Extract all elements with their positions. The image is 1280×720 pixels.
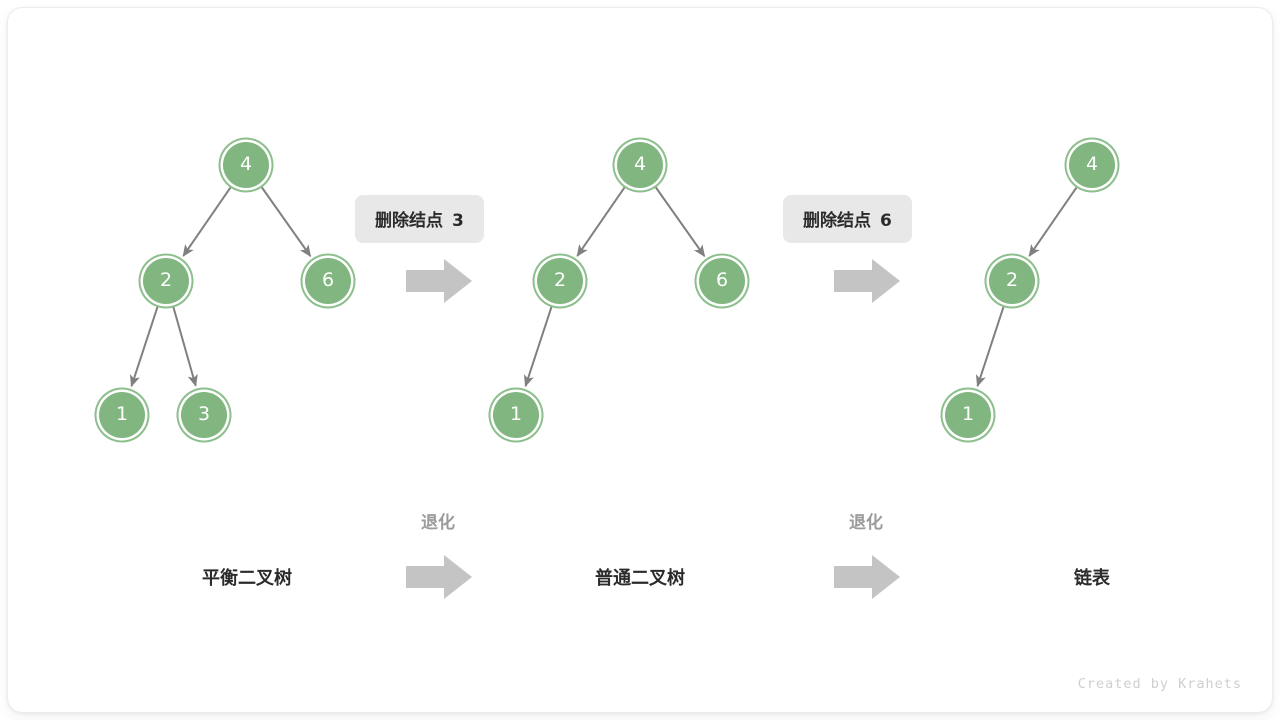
operation-tag-delete-6: 删除结点 6 xyxy=(783,195,912,243)
tree-node: 4 xyxy=(1069,142,1115,188)
tree-edge xyxy=(172,306,198,387)
tree-node-value: 1 xyxy=(115,402,129,425)
tree-node-value: 1 xyxy=(961,402,975,425)
tree-node-value: 3 xyxy=(197,402,211,425)
tree-node: 6 xyxy=(305,258,351,304)
tree-node: 2 xyxy=(537,258,583,304)
tree-node-value: 6 xyxy=(321,268,335,291)
tree-node: 4 xyxy=(617,142,663,188)
block-arrow-bottom-1 xyxy=(406,553,472,601)
tree-edge xyxy=(260,186,312,258)
tree-edge xyxy=(129,305,159,388)
caption-balanced-binary-tree: 平衡二叉树 xyxy=(202,568,292,589)
tree-node: 1 xyxy=(99,392,145,438)
tree-edge xyxy=(576,186,626,257)
caption-linked-list: 链表 xyxy=(1074,568,1110,589)
tree-node: 1 xyxy=(493,392,539,438)
block-arrow-top-2 xyxy=(834,257,900,305)
tree-edge xyxy=(182,186,232,257)
tree-edge xyxy=(654,186,706,258)
tree-node-value: 4 xyxy=(1085,152,1099,175)
tree-node-value: 1 xyxy=(509,402,523,425)
tree-edge xyxy=(1028,186,1078,257)
tree-node: 6 xyxy=(699,258,745,304)
tree-edge xyxy=(975,305,1005,388)
diagram-card xyxy=(8,8,1272,712)
tree-node: 4 xyxy=(223,142,269,188)
tree-node-value: 2 xyxy=(553,268,567,291)
credit-watermark: Created by Krahets xyxy=(1077,676,1242,692)
operation-tag-delete-3: 删除结点 3 xyxy=(355,195,484,243)
tree-node-value: 4 xyxy=(239,152,253,175)
operation-value: 6 xyxy=(880,211,892,231)
tree-node-value: 2 xyxy=(159,268,173,291)
transition-sublabel-1: 退化 xyxy=(421,513,455,533)
tree-node: 3 xyxy=(181,392,227,438)
operation-label: 删除结点 xyxy=(803,211,871,231)
block-arrow-bottom-2 xyxy=(834,553,900,601)
block-arrow-top-1 xyxy=(406,257,472,305)
tree-node-value: 4 xyxy=(633,152,647,175)
tree-node-value: 2 xyxy=(1005,268,1019,291)
transition-sublabel-2: 退化 xyxy=(849,513,883,533)
operation-label: 删除结点 xyxy=(375,211,443,231)
tree-node: 2 xyxy=(989,258,1035,304)
tree-node-value: 6 xyxy=(715,268,729,291)
tree-node: 1 xyxy=(945,392,991,438)
operation-value: 3 xyxy=(452,211,464,231)
tree-edge-group xyxy=(129,186,1078,388)
caption-ordinary-binary-tree: 普通二叉树 xyxy=(595,568,685,589)
tree-node: 2 xyxy=(143,258,189,304)
tree-edge xyxy=(523,305,553,388)
